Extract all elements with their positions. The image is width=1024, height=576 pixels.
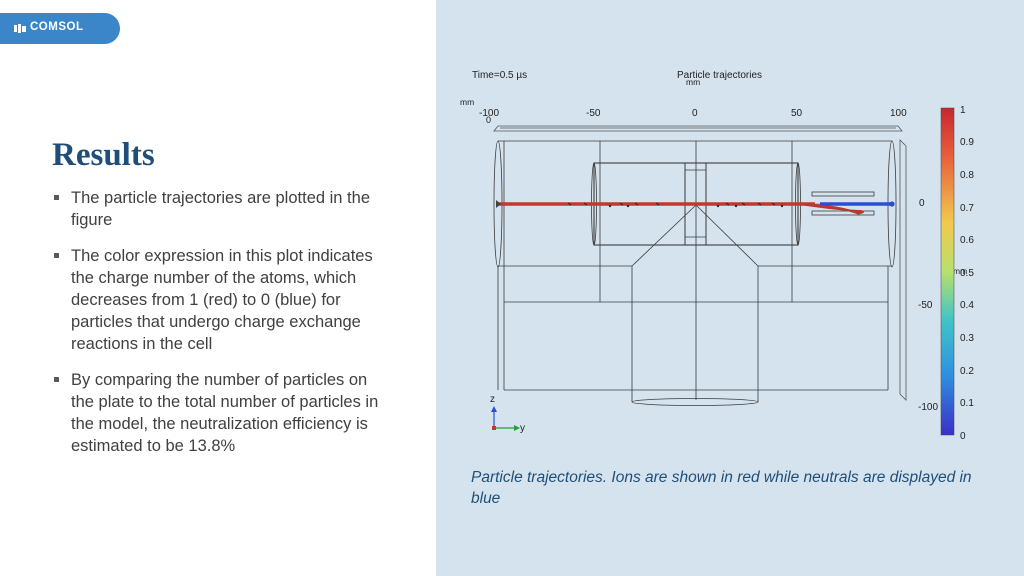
comsol-logo-icon xyxy=(14,24,26,33)
colorbar-tick: 0.8 xyxy=(960,170,974,181)
colorbar-tick: 0.6 xyxy=(960,235,974,246)
comsol-logo: COMSOL xyxy=(0,13,120,44)
bullet-item: By comparing the number of particles on … xyxy=(52,369,382,457)
figure-panel: Time=0.5 µs Particle trajectories mm mm … xyxy=(436,0,1024,576)
colorbar-tick: 1 xyxy=(960,105,966,116)
colorbar-tick: 0.1 xyxy=(960,398,974,409)
colorbar-tick: 0.7 xyxy=(960,203,974,214)
axis-triad-icon xyxy=(491,406,520,431)
cell-geometry xyxy=(493,140,897,406)
bullet-list: The particle trajectories are plotted in… xyxy=(52,187,382,471)
bullet-item: The particle trajectories are plotted in… xyxy=(52,187,382,231)
title-unit: mm xyxy=(686,77,700,87)
bullet-marker-icon xyxy=(54,377,59,382)
top-axis-tick: 50 xyxy=(791,108,803,119)
bullet-marker-icon xyxy=(54,253,59,258)
top-axis-bar xyxy=(493,125,903,132)
bullet-marker-icon xyxy=(54,195,59,200)
top-axis-unit: mm xyxy=(460,97,474,107)
colorbar xyxy=(940,107,955,436)
colorbar-tick: 0.9 xyxy=(960,137,974,148)
triad-z-label: z xyxy=(490,394,495,405)
ion-trajectories xyxy=(496,200,864,216)
side-axis-bar xyxy=(899,139,907,401)
side-axis-tick: -100 xyxy=(918,402,938,413)
colorbar-tick: 0.4 xyxy=(960,300,974,311)
slide-title: Results xyxy=(52,137,155,173)
brand-name: COMSOL xyxy=(30,21,84,33)
top-axis-zero: 0 xyxy=(486,115,491,125)
top-axis-tick: 0 xyxy=(692,108,698,119)
bullet-text: The particle trajectories are plotted in… xyxy=(71,189,370,229)
colorbar-tick: 0.5 xyxy=(960,268,974,279)
colorbar-tick: 0.2 xyxy=(960,366,974,377)
top-axis-tick: -100 xyxy=(479,108,499,119)
figure-title: Particle trajectories xyxy=(677,70,762,81)
side-axis-unit: mm xyxy=(953,266,967,276)
side-axis-tick: 0 xyxy=(919,198,925,209)
triad-y-label: y xyxy=(520,423,525,434)
side-axis-tick: -50 xyxy=(918,300,933,311)
time-label: Time=0.5 µs xyxy=(472,70,527,81)
top-axis-tick: -50 xyxy=(586,108,601,119)
figure-caption: Particle trajectories. Ions are shown in… xyxy=(471,469,972,507)
bullet-text: The color expression in this plot indica… xyxy=(71,247,373,353)
colorbar-tick: 0 xyxy=(960,431,966,442)
neutral-trajectories xyxy=(820,201,895,207)
bullet-item: The color expression in this plot indica… xyxy=(52,245,382,355)
bullet-text: By comparing the number of particles on … xyxy=(71,371,379,455)
colorbar-tick: 0.3 xyxy=(960,333,974,344)
top-axis-tick: 100 xyxy=(890,108,907,119)
particle-trajectories-figure: Time=0.5 µs Particle trajectories mm mm … xyxy=(460,70,974,442)
